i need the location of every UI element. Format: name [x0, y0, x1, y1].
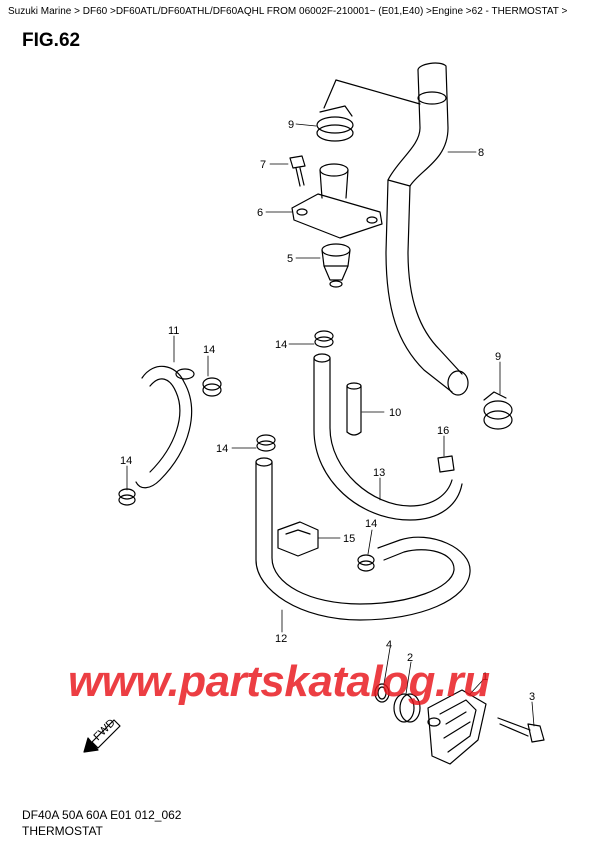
callout-11: 11 — [168, 325, 179, 337]
figure-name: THERMOSTAT — [22, 824, 103, 838]
seal-2[interactable] — [393, 693, 421, 723]
callout-16: 15 — [343, 533, 355, 545]
callout-4: 4 — [386, 639, 392, 651]
clip-14-lower[interactable] — [357, 554, 375, 572]
housing-1[interactable] — [427, 689, 487, 765]
pipe-10[interactable] — [346, 382, 362, 436]
bolt-7[interactable] — [289, 155, 306, 187]
callout-10: 10 — [389, 407, 401, 419]
fwd-arrow-icon — [83, 719, 121, 753]
callout-14-left: 14 — [203, 344, 215, 356]
callout-9-right: 9 — [495, 351, 501, 363]
clip-14-middle[interactable] — [256, 434, 276, 452]
callout-9-top: 9 — [288, 119, 294, 131]
callout-15: 16 — [437, 425, 449, 437]
hose-12[interactable] — [255, 457, 471, 621]
bracket-16[interactable] — [277, 521, 319, 557]
callout-labels: 9 8 7 6 5 11 14 14 9 10 14 16 14 13 15 1… — [92, 119, 536, 743]
clip-9-right[interactable] — [483, 391, 513, 430]
callout-14-middle: 14 — [216, 443, 228, 455]
callout-3: 3 — [529, 691, 535, 703]
callout-14-lower: 14 — [365, 518, 377, 530]
hose-11[interactable] — [135, 365, 195, 489]
callout-5: 5 — [287, 253, 293, 265]
hose-8[interactable] — [385, 62, 469, 396]
callout-6: 6 — [257, 207, 263, 219]
breadcrumb[interactable]: Suzuki Marine > DF60 >DF60ATL/DF60ATHL/D… — [8, 6, 568, 17]
thermostat-5[interactable] — [321, 243, 351, 288]
bolt-3[interactable] — [497, 717, 545, 743]
callout-2: 2 — [407, 652, 413, 664]
clip-14-left[interactable] — [202, 377, 222, 397]
callout-14-far-left: 14 — [120, 455, 132, 467]
clip-14-far-left[interactable] — [118, 488, 136, 506]
o-ring-4[interactable] — [374, 683, 390, 703]
callout-1: 1 — [482, 671, 488, 683]
watermark: www.partskatalog.ru — [68, 657, 490, 706]
clip-14-upper-middle[interactable] — [314, 330, 334, 348]
callout-12: 12 — [275, 633, 287, 645]
callout-7: 7 — [260, 159, 266, 171]
clip-15[interactable] — [437, 455, 455, 473]
callout-14-upper: 14 — [275, 339, 287, 351]
callout-13: 13 — [373, 467, 385, 479]
housing-cover-6[interactable] — [291, 163, 383, 239]
figure-title: FIG.62 — [22, 30, 81, 51]
figure-code: DF40A 50A 60A E01 012_062 — [22, 808, 182, 822]
callout-8: 8 — [478, 147, 484, 159]
clip-9-top[interactable] — [316, 79, 421, 142]
hose-13[interactable] — [313, 353, 463, 521]
leader-lines — [126, 123, 535, 727]
